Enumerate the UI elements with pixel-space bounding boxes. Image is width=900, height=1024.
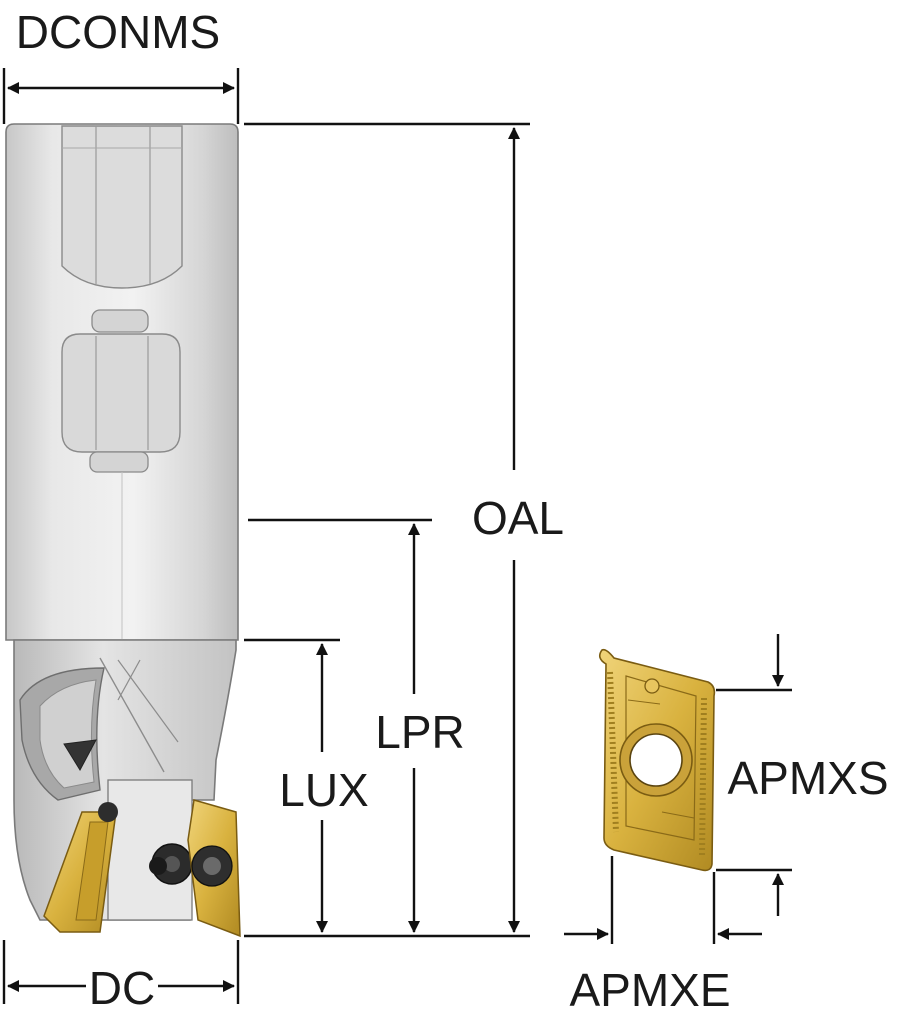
dimension-labels: DCONMS OAL LPR LUX DC APMXS APMXE xyxy=(16,6,889,1016)
insert-marker-dot xyxy=(644,678,660,694)
dimension-lines xyxy=(2,68,792,1004)
shank-flat-lower-boss-bottom xyxy=(89,451,149,473)
label-apmxs: APMXS xyxy=(727,752,888,804)
insert-top-view xyxy=(598,648,716,872)
shank-flat-lower xyxy=(61,333,181,453)
label-dc: DC xyxy=(89,962,155,1014)
cutter-body xyxy=(5,123,241,938)
shank-flat-upper xyxy=(61,125,183,289)
label-dconms: DCONMS xyxy=(16,6,220,58)
label-lux: LUX xyxy=(279,764,368,816)
label-apmxe: APMXE xyxy=(569,964,730,1016)
label-lpr: LPR xyxy=(375,706,464,758)
coolant-hole xyxy=(63,739,97,772)
shank-flat-lower-boss-top xyxy=(91,309,149,333)
label-oal: OAL xyxy=(472,492,564,544)
